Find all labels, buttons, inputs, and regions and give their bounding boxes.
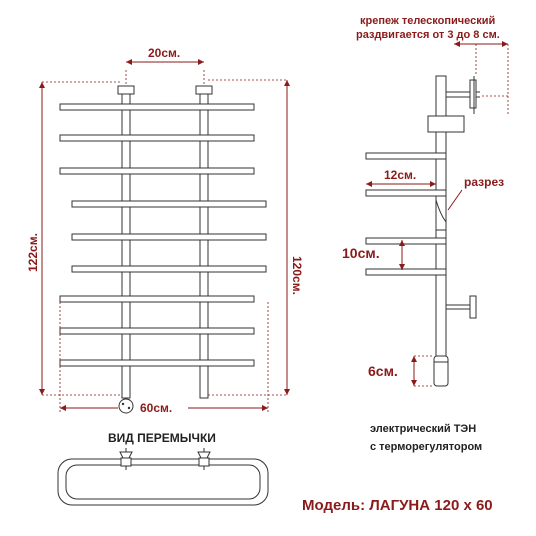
width-dimension: 60см.	[59, 302, 269, 415]
side-bar	[365, 152, 447, 160]
side-bar	[365, 268, 447, 276]
heater-element	[433, 355, 449, 387]
model-title: Модель: ЛАГУНА 120 х 60	[302, 497, 493, 514]
jumper-view-title: ВИД ПЕРЕМЫЧКИ	[108, 431, 216, 445]
side-depth-dimension: 12см.	[366, 168, 436, 187]
right-top-connector	[195, 85, 213, 95]
width-label: 60см.	[140, 401, 172, 415]
front-bar	[71, 233, 267, 241]
top-spacing-dimension: 20см.	[126, 46, 204, 65]
total-height-dimension: 122см.	[26, 81, 122, 396]
bar-spacing-dimension: 10см.	[342, 240, 405, 270]
top-spacing-label: 20см.	[148, 46, 180, 60]
front-bar	[59, 327, 255, 335]
jumper-view: ВИД ПЕРЕМЫЧКИ	[57, 431, 269, 506]
front-bar	[71, 200, 267, 208]
front-bar	[59, 167, 255, 175]
front-view	[59, 70, 267, 414]
front-bar	[59, 295, 255, 303]
total-height-label: 122см.	[26, 233, 40, 272]
front-bar	[59, 103, 255, 111]
side-view	[365, 44, 509, 387]
side-depth-label: 12см.	[384, 168, 416, 182]
left-valve-icon	[119, 448, 133, 470]
jumper-circle-icon	[118, 398, 134, 414]
bar-height-dimension: 120см.	[208, 79, 304, 396]
bracket-block	[427, 115, 465, 133]
heater-length-label: 6см.	[368, 363, 398, 379]
bar-spacing-label: 10см.	[342, 245, 380, 261]
left-top-connector	[117, 85, 135, 95]
jumper-inner	[65, 464, 261, 500]
side-bar	[365, 237, 447, 245]
cut-label: разрез	[464, 175, 504, 189]
heater-label-1: электрический ТЭН	[370, 423, 476, 435]
bar-height-label: 120см.	[290, 256, 304, 295]
telescopic-label-1: крепеж телескопический	[360, 15, 495, 27]
side-bar	[365, 189, 447, 197]
front-bar	[71, 265, 267, 273]
cut-annotation: разрез	[447, 175, 504, 211]
cut-section	[435, 199, 447, 231]
front-bar	[59, 134, 255, 142]
heater-label-2: с терморегулятором	[370, 441, 482, 453]
heater-length-dimension: 6см.	[368, 355, 434, 387]
right-valve-icon	[197, 448, 211, 470]
side-bars	[365, 152, 447, 276]
front-bar	[59, 359, 255, 367]
telescopic-label-2: раздвигается от 3 до 8 см.	[356, 29, 500, 41]
front-bars	[59, 103, 267, 367]
